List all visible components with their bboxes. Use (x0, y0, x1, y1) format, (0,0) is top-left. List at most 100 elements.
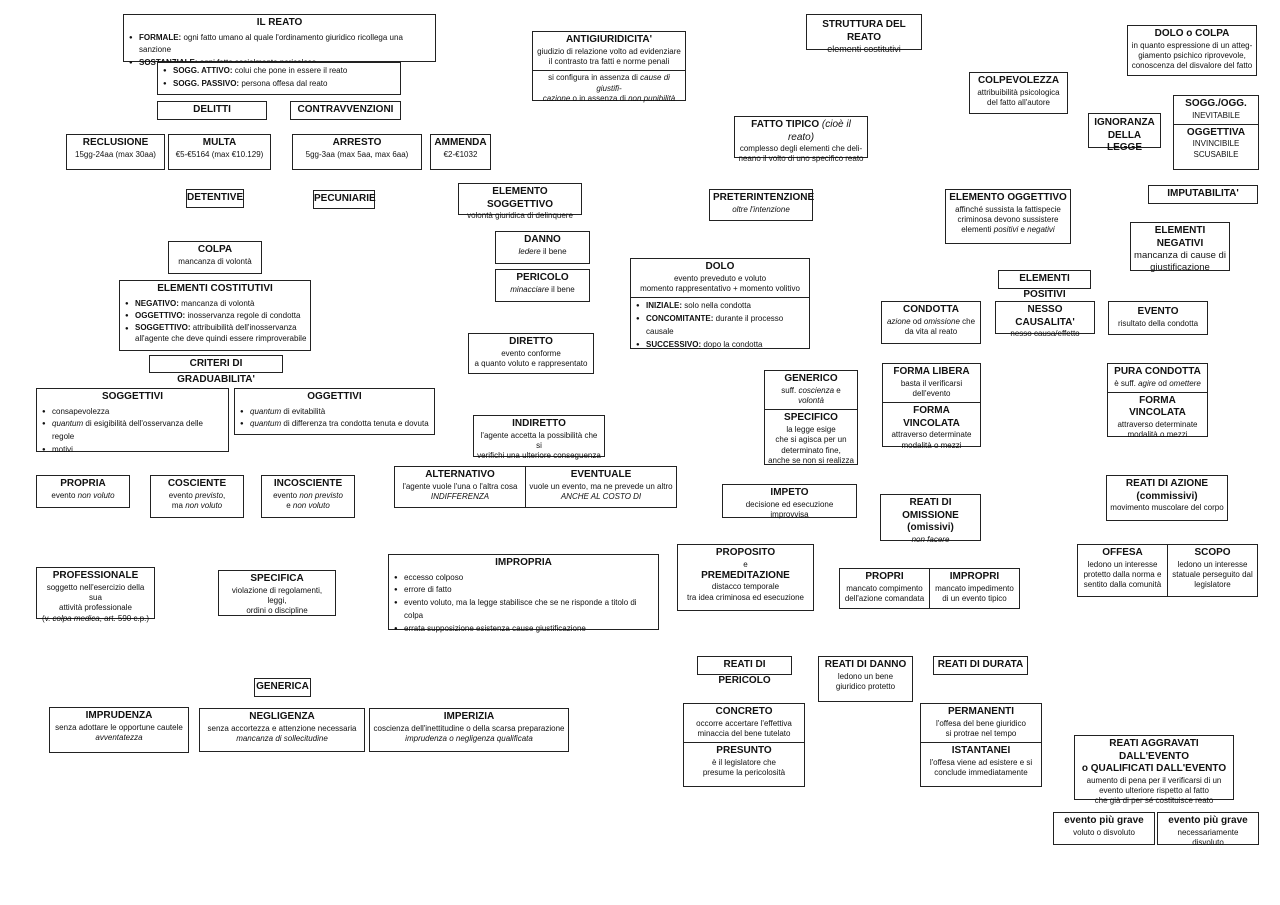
professionale-line2: attività professionale (59, 603, 132, 613)
preterintenzione-text: oltre l'intenzione (732, 204, 790, 214)
propria-text: evento non voluto (51, 490, 115, 500)
pura-condotta-text: è suff. agire od omettere (1114, 378, 1201, 388)
offesa-title: OFFESA (1102, 547, 1143, 558)
sogg-passivo-item: SOGG. PASSIVO: persona offesa dal reato (161, 78, 397, 91)
multa-title: MULTA (202, 137, 237, 148)
forma-vincolata-line2: modalità o mezzi (901, 440, 962, 450)
antigiuridicita-line1: giudizio di relazione volto ad evidenzia… (537, 46, 681, 56)
eventuale-line2: ANCHE AL COSTO DI (560, 491, 642, 501)
fatto-tipico-box: FATTO TIPICO (cioè il reato) complesso d… (734, 116, 868, 163)
diretto-box: DIRETTO evento conforme a quanto voluto … (468, 333, 594, 374)
generico-text: suff. coscienza e volontà (781, 385, 841, 405)
permanenti-box: PERMANENTI l'offesa del bene giuridico s… (920, 703, 1042, 787)
negligenza-line1: senza accortezza e attenzione necessaria (207, 723, 357, 733)
danno-title: DANNO (524, 234, 561, 245)
elemento-oggettivo-box: ELEMENTO OGGETTIVO affinché sussista la … (945, 189, 1071, 244)
propri-line1: mancato compimento (846, 583, 923, 593)
istantanei-line1: l'offesa viene ad esistere e si (929, 757, 1033, 767)
condotta-line2: da vita al reato (904, 326, 958, 336)
arresto-box: ARRESTO 5gg-3aa (max 5aa, max 6aa) (292, 134, 422, 170)
pericolo-box: PERICOLO minacciare il bene (495, 269, 590, 302)
reclusione-title: RECLUSIONE (82, 137, 149, 148)
evento-piu-grave-disvoluto-title: evento più grave (1168, 815, 1248, 826)
sogg-ogg-title: SOGG./OGG. (1185, 98, 1247, 109)
colpa-box: COLPA mancanza di volontà (168, 241, 262, 274)
reati-durata-label: REATI DI DURATA (933, 656, 1028, 675)
propria-box: PROPRIA evento non voluto (36, 475, 130, 508)
reclusione-text: 15gg-24aa (max 30aa) (75, 149, 156, 159)
nesso-causalita-title: NESSO CAUSALITA' (1015, 304, 1075, 328)
specifica-line2: ordini o discipline (246, 606, 308, 616)
oggettiva-invincibile: INVINCIBILE (1192, 139, 1240, 149)
dolo-title: DOLO (705, 261, 735, 272)
elemento-oggettivo-line3: elementi positivi e negativi (961, 225, 1055, 235)
dolo-concomitante-item: CONCOMITANTE: durante il processo causal… (634, 313, 806, 339)
reati-azione-subtitle: (commissivi) (1136, 490, 1198, 502)
delitti-label: DELITTI (157, 101, 267, 120)
propri-box: PROPRI mancato compimento dell'azione co… (839, 568, 930, 609)
scopo-title: SCOPO (1194, 547, 1231, 558)
pura-condotta-box: PURA CONDOTTA è suff. agire od omettere … (1107, 363, 1208, 440)
incosciente-line1: evento non previsto (273, 490, 343, 500)
elementi-costitutivi-title: ELEMENTI COSTITUTIVI (157, 283, 273, 294)
proposito-line1: distacco temporale (711, 582, 780, 592)
soggettivi-item-1: consapevolezza (40, 406, 225, 419)
impropri-title: IMPROPRI (949, 571, 1000, 582)
imprudenza-box: IMPRUDENZA senza adottare le opportune c… (49, 707, 189, 753)
specifica-box: SPECIFICA violazione di regolamenti, leg… (218, 570, 336, 616)
preterintenzione-title: PRETERINTENZIONE (713, 192, 815, 203)
antigiuridicita-box: ANTIGIURIDICITA' giudizio di relazione v… (532, 31, 686, 103)
evento-text: risultato della condotta (1117, 318, 1199, 328)
alternativo-line1: l'agente vuole l'una o l'altra cosa (402, 481, 518, 491)
sogg-attivo-item: SOGG. ATTIVO: colui che pone in essere i… (161, 65, 397, 78)
alternativo-line2: INDIFFERENZA (430, 491, 490, 501)
dolo-iniziale-item: INIZIALE: solo nella condotta (634, 300, 806, 313)
dolo-colpa-line3: conoscenza del disvalore del fatto (1131, 61, 1253, 71)
evento-box: EVENTO risultato della condotta (1108, 301, 1208, 335)
alternativo-title: ALTERNATIVO (425, 469, 495, 480)
elemento-soggettivo-title: ELEMENTO SOGGETTIVO (486, 186, 554, 210)
incosciente-title: INCOSCIENTE (273, 478, 343, 489)
reati-pericolo-label: REATI DI PERICOLO (697, 656, 792, 686)
reati-aggravati-line1: aumento di pena per il verificarsi di un (1086, 775, 1222, 785)
cosciente-line1: evento previsto, (168, 490, 226, 500)
specifico-line1: la legge esige (786, 424, 836, 434)
struttura-subtitle: elementi costitutivi (827, 44, 901, 54)
evento-piu-grave-voluto-box: evento più grave voluto o disvoluto (1053, 812, 1155, 845)
fatto-tipico-title: FATTO TIPICO (cioè il reato) (751, 119, 851, 143)
soggettivi-box: SOGGETTIVI consapevolezza quantum di esi… (36, 388, 229, 457)
reati-danno-box: REATI DI DANNO ledono un bene giuridico … (818, 656, 913, 702)
oggettivi-item-1: quantum di evitabilità (238, 406, 431, 419)
istantanei-line2: conclude immediatamente (934, 768, 1028, 778)
reati-aggravati-box: REATI AGGRAVATI DALL'EVENTO o QUALIFICAT… (1074, 735, 1234, 805)
antigiuridicita-line2: il contrasto tra fatti e norme penali (548, 56, 670, 66)
criteri-graduabilita-label: CRITERI DI GRADUABILITA' (149, 355, 283, 385)
scopo-line3: legislatore (1194, 580, 1231, 590)
diretto-title: DIRETTO (509, 336, 553, 347)
cosciente-title: COSCIENTE (167, 478, 227, 489)
permanenti-line2: si protrae nel tempo (945, 728, 1017, 738)
forma-libera-box: FORMA LIBERA basta il verificarsi dell'e… (882, 363, 981, 450)
propria-title: PROPRIA (60, 478, 106, 489)
il-reato-box: IL REATO FORMALE: ogni fatto umano al qu… (123, 14, 436, 70)
evento-piu-grave-voluto-text: voluto o disvoluto (1073, 827, 1135, 837)
condotta-line1: azione od omissione che (886, 316, 976, 326)
forma-vincolata-2-line2: modalità o mezzi (1127, 430, 1188, 440)
presunto-line2: presume la pericolosità (702, 768, 786, 778)
reati-omissione-subtitle: (omissivi) (907, 522, 954, 533)
negativo-item: NEGATIVO: mancanza di volontà (123, 298, 307, 311)
reati-danno-line2: giuridico protetto (835, 681, 896, 691)
il-reato-title: IL REATO (256, 17, 303, 28)
concreto-box: CONCRETO occorre accertare l'effettiva m… (683, 703, 805, 787)
ammenda-text: €2-€1032 (443, 149, 478, 159)
impeto-title: IMPETO (770, 487, 809, 498)
pecuniarie-label: PECUNIARIE (313, 190, 376, 209)
condotta-title: CONDOTTA (903, 304, 959, 315)
offesa-box: OFFESA ledono un interesse protetto dall… (1077, 544, 1168, 597)
pura-condotta-title: PURA CONDOTTA (1114, 366, 1201, 377)
formale-item: FORMALE: ogni fatto umano al quale l'ord… (127, 32, 432, 58)
elemento-oggettivo-title: ELEMENTO OGGETTIVO (949, 192, 1067, 203)
indiretto-title: INDIRETTO (512, 418, 566, 429)
professionale-line1: soggetto nell'esercizio della sua (46, 582, 145, 602)
negligenza-box: NEGLIGENZA senza accortezza e attenzione… (199, 708, 365, 752)
